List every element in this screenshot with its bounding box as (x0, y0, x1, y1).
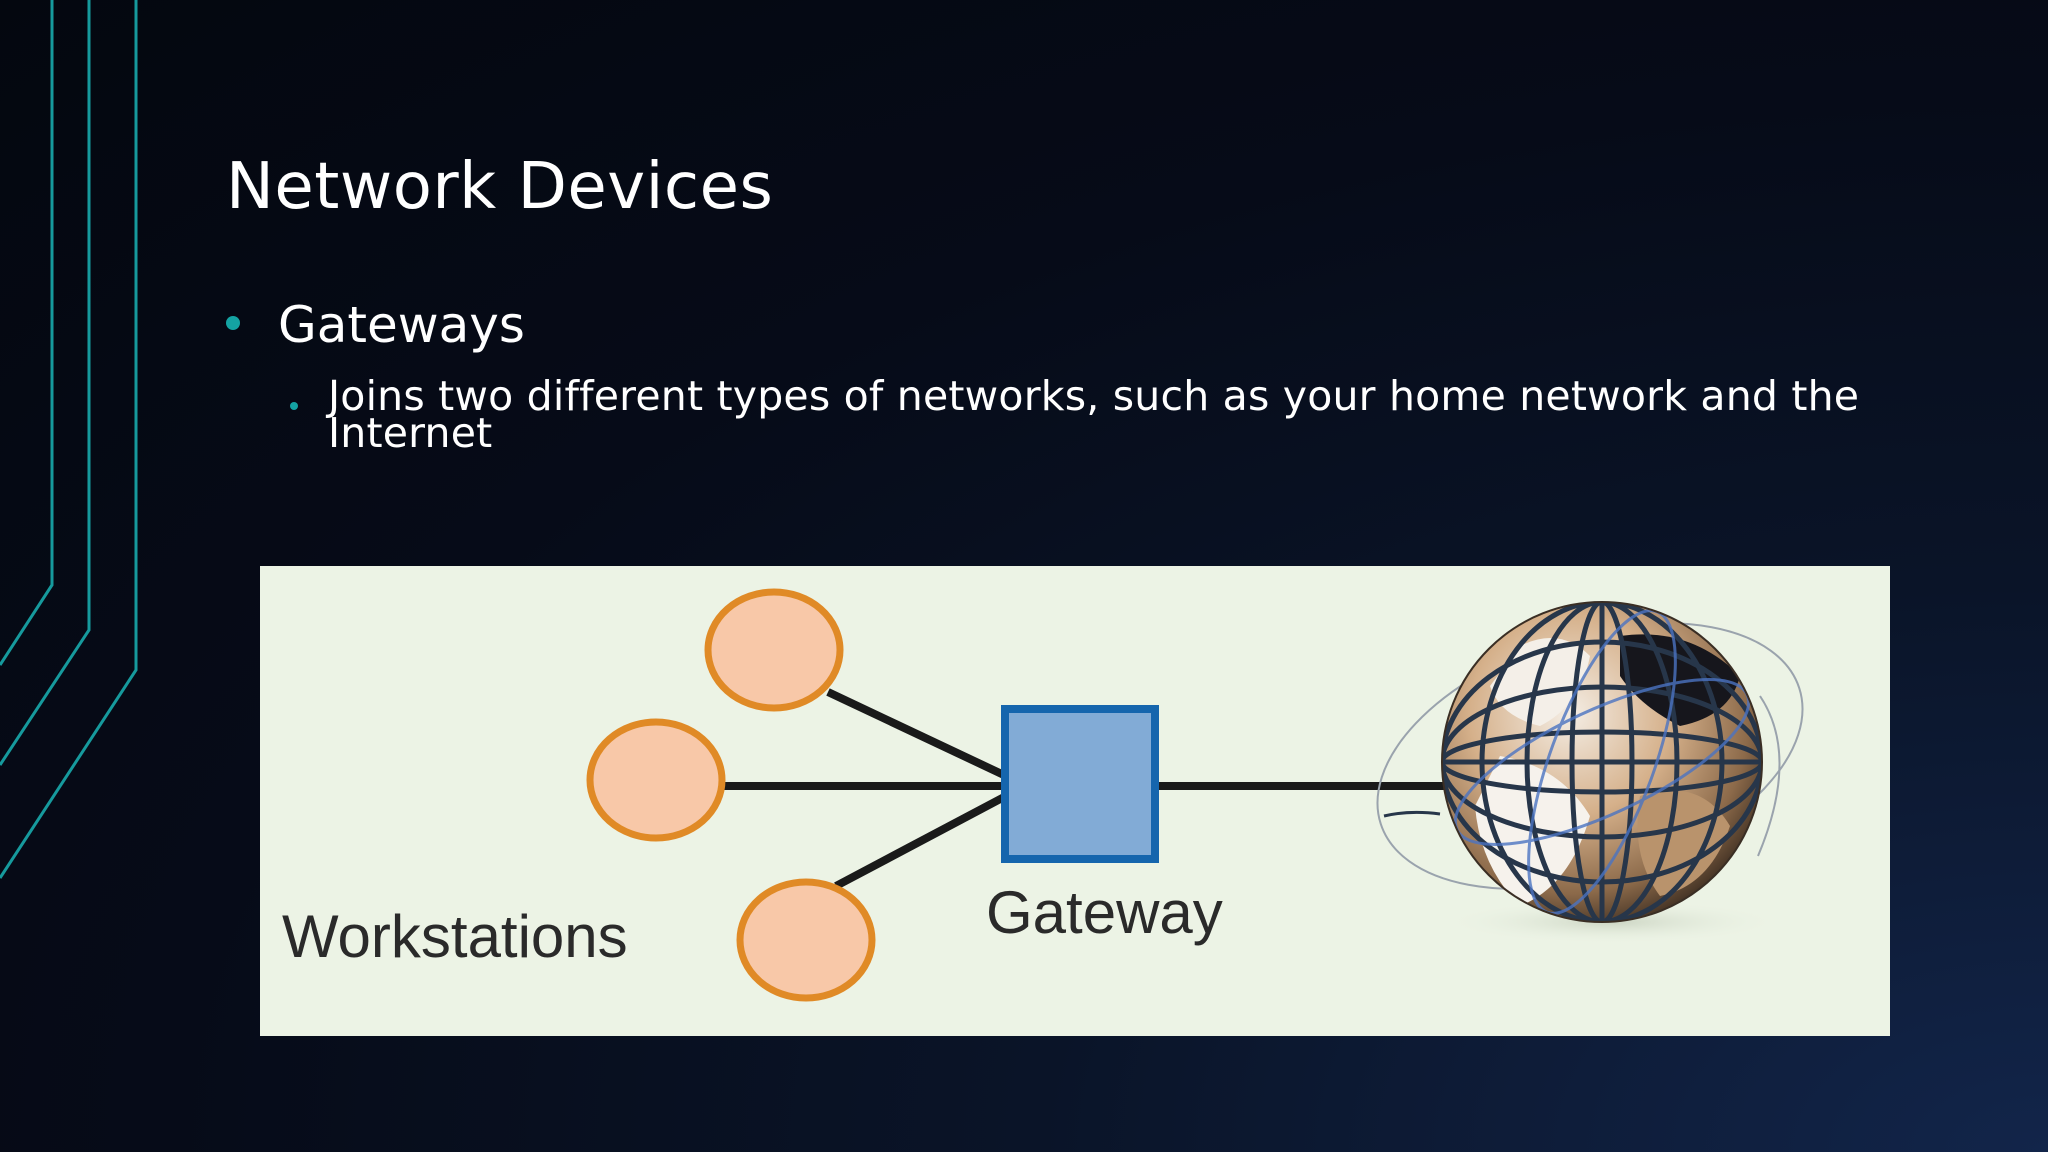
gateway-diagram: Workstations Gateway (260, 566, 1890, 1036)
workstation-node (704, 588, 844, 712)
gateway-label: Gateway (986, 879, 1223, 946)
sub-bullet-description: Joins two different types of networks, s… (288, 372, 1908, 457)
workstations-label: Workstations (282, 903, 628, 970)
bullet-gateways: Gateways (226, 296, 525, 354)
globe-icon (1376, 601, 1804, 944)
gateway-node (1001, 705, 1159, 863)
slide-title: Network Devices (226, 150, 774, 224)
workstation-node (586, 718, 726, 842)
bullet-text: Gateways (278, 296, 525, 354)
decorative-accent-lines (0, 0, 138, 879)
link-ws3-gateway (834, 792, 1008, 890)
gateway-diagram-graphic (586, 588, 1804, 1002)
link-ws1-gateway (826, 688, 1008, 780)
sub-bullet-dot (290, 402, 298, 410)
bullet-dot (226, 315, 240, 330)
workstation-node (736, 878, 876, 1002)
sub-bullet-text: Joins two different types of networks, s… (328, 372, 1860, 457)
